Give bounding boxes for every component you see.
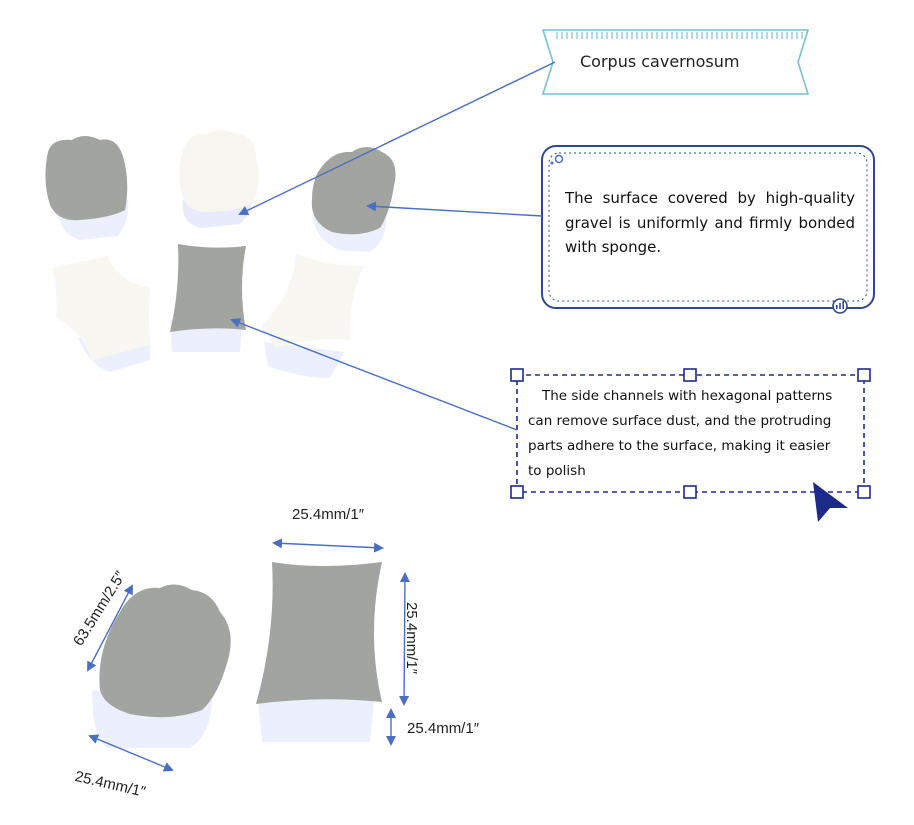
dim-arrow-paw-height — [87, 584, 133, 672]
arrow-corpus — [238, 61, 556, 216]
arrow-side-channels — [230, 318, 518, 431]
sponge-paw-white — [179, 130, 259, 228]
sponge-rect-white-2 — [262, 254, 364, 378]
dim-arrow-paw-width — [88, 734, 174, 772]
sponge-rect-grey — [170, 244, 246, 352]
arrow-gravel — [366, 201, 543, 217]
corpus-label-ribbon — [541, 29, 810, 95]
sponge-rect-white-1 — [52, 256, 150, 372]
chart-circle-icon — [832, 298, 848, 314]
settings-gear-icon — [550, 154, 564, 165]
sponge-paw-large — [92, 584, 231, 748]
cursor-arrow-icon — [813, 482, 848, 522]
sponge-paw-grey-2 — [311, 147, 396, 252]
dim-arrow-top — [272, 538, 384, 553]
sponge-rect-large — [256, 562, 382, 742]
selection-handle-icon — [510, 368, 871, 499]
gravel-callout-frame — [541, 145, 875, 314]
dim-arrow-side-height — [399, 572, 410, 706]
side-channel-description: The side channels with hexagonal pattern… — [528, 388, 833, 479]
sponge-paw-grey-1 — [45, 136, 129, 240]
dimension-side-bottom: 25.4mm/1″ — [407, 720, 480, 737]
side-channel-selection-box — [510, 368, 871, 522]
corpus-label: Corpus cavernosum — [580, 52, 740, 71]
dimension-side-height: 25.4mm/1″ — [403, 602, 420, 675]
dimension-top-width: 25.4mm/1″ — [292, 506, 365, 523]
gravel-description: The surface covered by high-quality grav… — [565, 189, 855, 256]
